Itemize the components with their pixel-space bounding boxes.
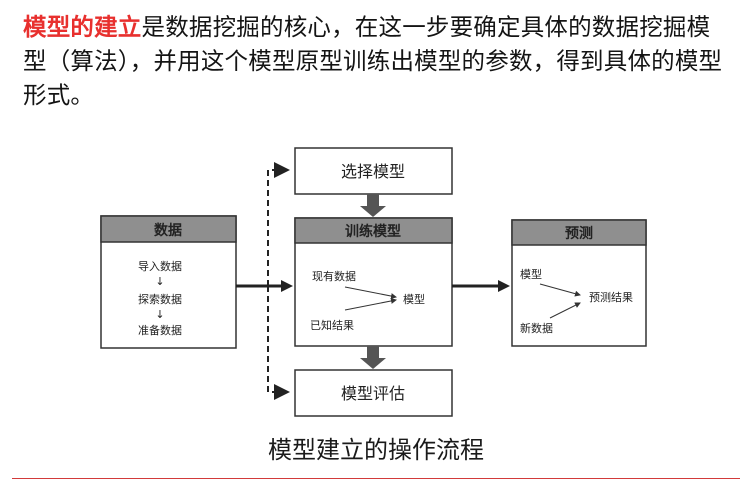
data-step-explore: 探索数据 (138, 292, 182, 306)
predict-output-result: 预测结果 (589, 291, 633, 304)
predict-box: 预测 模型 新数据 预测结果 (511, 219, 647, 347)
model-building-diagram: 数据 导入数据 ↓ 探索数据 ↓ 准备数据 选择模型 训练模型 现有数据 已知结… (0, 140, 752, 440)
train-input-existing-data: 现有数据 (312, 269, 356, 283)
data-step-prepare: 准备数据 (138, 323, 182, 337)
arrow-train-to-predict (452, 280, 510, 292)
intro-highlight: 模型的建立 (23, 13, 142, 41)
bottom-divider (12, 478, 740, 479)
select-model-box: 选择模型 (294, 147, 453, 195)
arrow-data-to-train (236, 280, 293, 292)
data-step-arrow-2: ↓ (155, 308, 164, 321)
data-step-import: 导入数据 (138, 259, 182, 273)
arrow-train-to-evaluate (360, 346, 386, 369)
train-box-header: 训练模型 (345, 223, 401, 240)
diagram-caption: 模型建立的操作流程 (268, 436, 484, 464)
select-model-label: 选择模型 (341, 162, 405, 181)
intro-paragraph: 模型的建立是数据挖掘的核心，在这一步要确定具体的数据挖掘模型（算法），并用这个模… (23, 10, 733, 112)
predict-input-model: 模型 (520, 267, 542, 281)
predict-input-new-data: 新数据 (520, 321, 553, 335)
data-box: 数据 导入数据 ↓ 探索数据 ↓ 准备数据 (100, 215, 237, 349)
train-input-known-results: 已知结果 (310, 318, 354, 332)
arrow-select-to-train (360, 194, 386, 217)
train-model-box: 训练模型 现有数据 已知结果 模型 (294, 217, 453, 347)
predict-box-header: 预测 (565, 225, 593, 242)
data-step-arrow-1: ↓ (155, 275, 164, 288)
train-output-model: 模型 (403, 292, 425, 306)
data-box-header: 数据 (154, 222, 182, 239)
dashed-feedback-path (267, 162, 290, 400)
evaluate-model-box: 模型评估 (294, 369, 453, 417)
evaluate-model-label: 模型评估 (341, 384, 405, 403)
intro-text: 是数据挖掘的核心，在这一步要确定具体的数据挖掘模型（算法），并用这个模型原型训练… (23, 13, 723, 109)
